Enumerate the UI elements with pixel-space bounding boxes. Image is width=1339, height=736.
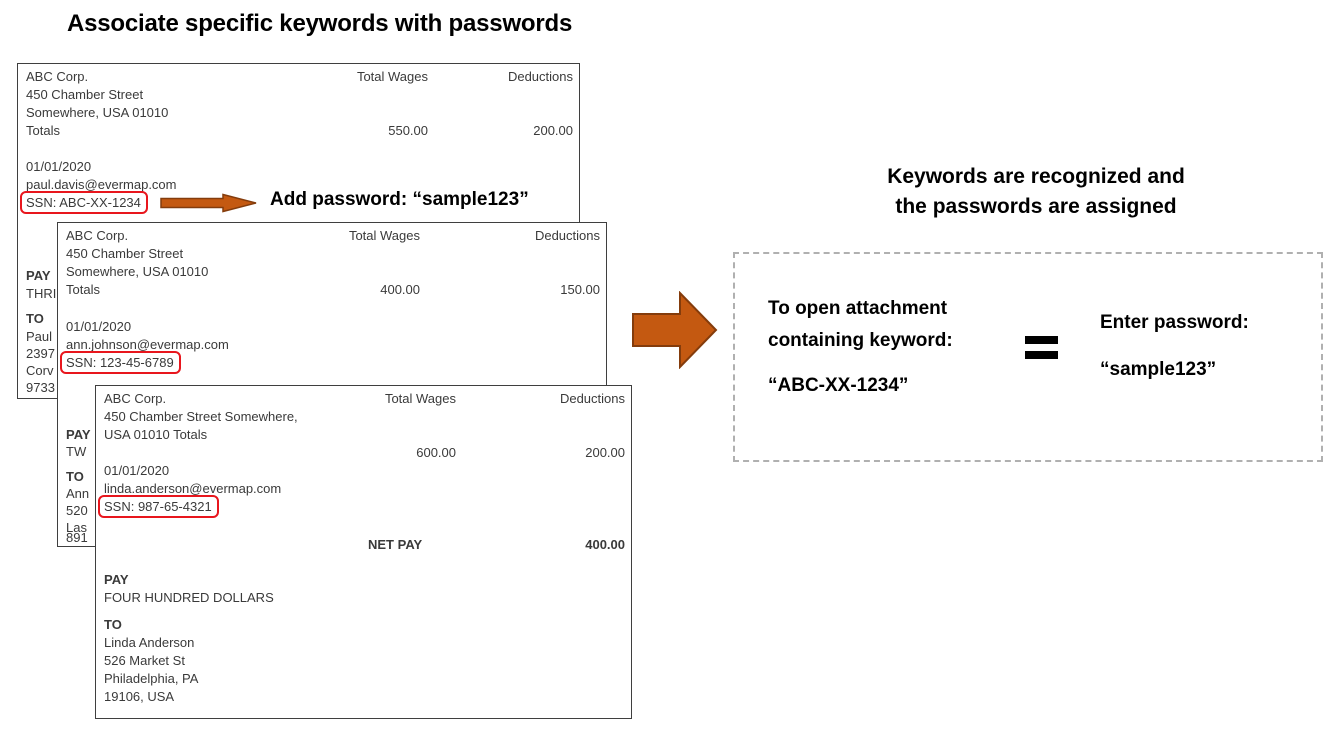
company-name: ABC Corp. — [26, 69, 89, 84]
recognized-heading-line2: the passwords are assigned — [895, 195, 1177, 218]
company-name: ABC Corp. — [66, 228, 129, 243]
wages-header: Total Wages — [348, 228, 420, 243]
address-line: USA 01010 Totals — [104, 427, 208, 442]
payee-fragment: 2397 — [26, 346, 55, 361]
deductions-header: Deductions — [534, 228, 600, 243]
keyword-value: “ABC-XX-1234” — [768, 375, 909, 396]
page-title: Associate specific keywords with passwor… — [67, 10, 573, 37]
equals-icon — [1025, 336, 1058, 366]
to-label: TO — [66, 469, 84, 484]
amount-words-fragment: THRI — [26, 286, 57, 301]
pay-date: 01/01/2020 — [26, 159, 92, 174]
payee-fragment: Paul — [26, 329, 53, 344]
ssn-value: SSN: 987-65-4321 — [104, 499, 212, 514]
pay-label: PAY — [66, 427, 91, 442]
company-name: ABC Corp. — [104, 391, 167, 406]
deductions-header: Deductions — [559, 391, 625, 406]
to-label: TO — [104, 617, 122, 632]
total-wages-value: 550.00 — [388, 123, 428, 138]
enter-password-label: Enter password: — [1100, 312, 1249, 333]
total-wages-value: 400.00 — [380, 282, 420, 297]
address-line: Somewhere, USA 01010 — [66, 264, 209, 279]
payee-fragment: Corv — [26, 363, 54, 378]
address-line: 450 Chamber Street — [26, 87, 144, 102]
recognized-heading: Keywords are recognized and the password… — [840, 162, 1232, 222]
paystub-document-3: ABC Corp. Total Wages Deductions 450 Cha… — [95, 385, 632, 719]
net-pay-value: 400.00 — [585, 537, 625, 552]
email: ann.johnson@evermap.com — [66, 337, 229, 352]
totals-label: Totals — [66, 282, 100, 297]
pay-label: PAY — [26, 268, 51, 283]
total-wages-value: 600.00 — [416, 445, 456, 460]
address-line: 450 Chamber Street Somewhere, — [104, 409, 298, 424]
amount-words: FOUR HUNDRED DOLLARS — [104, 590, 274, 605]
address-line: Somewhere, USA 01010 — [26, 105, 169, 120]
deductions-header: Deductions — [507, 69, 573, 84]
password-value: “sample123” — [1100, 359, 1217, 380]
payee-street: 526 Market St — [104, 653, 185, 668]
ssn-keyword-highlight: SSN: 123-45-6789 — [60, 351, 181, 374]
email: paul.davis@evermap.com — [26, 177, 177, 192]
right-arrow-icon — [632, 291, 718, 369]
wages-header: Total Wages — [384, 391, 456, 406]
pay-date: 01/01/2020 — [66, 319, 132, 334]
deductions-value: 200.00 — [585, 445, 625, 460]
deductions-value: 200.00 — [533, 123, 573, 138]
wages-header: Total Wages — [356, 69, 428, 84]
totals-label: Totals — [26, 123, 60, 138]
pay-date: 01/01/2020 — [104, 463, 170, 478]
payee-fragment: 520 — [66, 503, 88, 518]
email: linda.anderson@evermap.com — [104, 481, 282, 496]
open-attachment-line1: To open attachment — [768, 298, 948, 319]
result-box: To open attachment containing keyword: “… — [733, 252, 1323, 462]
payee-fragment: Ann — [66, 486, 90, 501]
right-arrow-icon — [160, 193, 257, 213]
net-pay-label: NET PAY — [368, 537, 423, 552]
pay-label: PAY — [104, 572, 129, 587]
payee-city: Philadelphia, PA — [104, 671, 199, 686]
deductions-value: 150.00 — [560, 282, 600, 297]
payee-fragment: 891 — [66, 530, 88, 545]
amount-words-fragment: TW — [66, 444, 87, 459]
recognized-heading-line1: Keywords are recognized and — [887, 165, 1185, 188]
open-attachment-line2: containing keyword: — [768, 330, 953, 351]
ssn-keyword-highlight: SSN: 987-65-4321 — [98, 495, 219, 518]
address-line: 450 Chamber Street — [66, 246, 184, 261]
payee-fragment: 9733 — [26, 380, 55, 395]
payee-fragment: Las — [66, 520, 87, 535]
ssn-keyword-highlight: SSN: ABC-XX-1234 — [20, 191, 148, 214]
payee-name: Linda Anderson — [104, 635, 195, 650]
payee-zip: 19106, USA — [104, 689, 175, 704]
ssn-value: SSN: 123-45-6789 — [66, 355, 174, 370]
add-password-note: Add password: “sample123” — [270, 189, 529, 210]
ssn-value: SSN: ABC-XX-1234 — [26, 195, 141, 210]
to-label: TO — [26, 311, 44, 326]
